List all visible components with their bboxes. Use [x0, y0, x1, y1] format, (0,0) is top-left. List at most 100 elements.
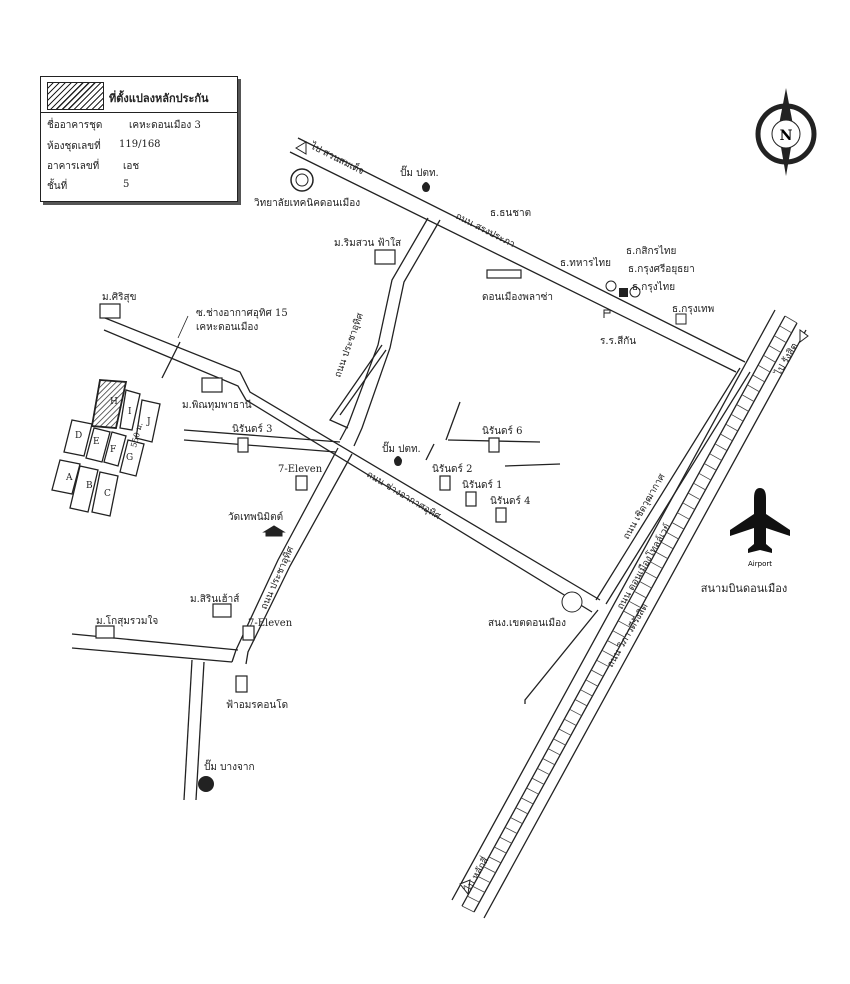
label-sirin: ม.สิรินเฮ้าส์ [190, 593, 239, 605]
building-g [119, 439, 145, 477]
label-rim-suan: ม.ริมสวน ฟ้าใส [334, 237, 401, 249]
road-network [51, 137, 807, 919]
label-police: สนง.เขตดอนเมือง [488, 617, 566, 629]
road-prachauthit-upper-b [353, 219, 441, 447]
street-c [504, 463, 561, 467]
label-seven-bottom: 7-Eleven [248, 618, 293, 629]
bangchak-icon [198, 776, 214, 792]
road-prachauthit-lower-b [245, 453, 353, 665]
tmb-icon [605, 280, 617, 292]
kbank-icon [619, 288, 628, 297]
legend-value-building: เคหะดอนเมือง 3 [129, 120, 201, 131]
road-choet-a [595, 367, 741, 601]
street-a [445, 401, 461, 441]
label-fa-amorn: ฟ้าอมรคอนโด [226, 698, 288, 711]
building-letter: D [75, 431, 82, 441]
building-b [69, 465, 99, 513]
building-icon-phimchumpa [201, 377, 223, 393]
label-chang-akat-uthit: ถนน ช่างอากาศอุทิศ [364, 469, 442, 522]
label-bank-bbl: ธ.กรุงเทพ [672, 304, 714, 315]
airport-name: สนามบินดอนเมือง [701, 582, 787, 595]
label-kosum: ม.โกสุมรวมใจ [96, 614, 158, 627]
legend-label-block: อาคารเลขที่ [47, 161, 100, 172]
compass-icon [755, 88, 817, 176]
road-songprapa-edge-a [297, 137, 746, 363]
road-south-b [195, 661, 205, 801]
college-seal-inner-icon [295, 173, 309, 187]
label-keha-donmueang: เคหะดอนเมือง [196, 321, 258, 333]
road-songprapa-edge-b [289, 151, 737, 373]
road-south-a [183, 659, 193, 801]
ktb-icon [629, 286, 641, 298]
label-phimchumpa: ม.พิณทุมพาธานี [182, 399, 252, 411]
road-chang-akat-edge-a [99, 315, 601, 601]
legend-value-block: เอช [123, 161, 140, 172]
legend-title: ที่ตั้งแปลงหลักประกัน [109, 92, 209, 105]
building-icon-kosum [95, 625, 115, 639]
plaza-icon [486, 269, 522, 279]
legend-label-floor: ชั้นที่ [47, 181, 68, 192]
hatch-swatch [47, 82, 104, 110]
soi15-leader [177, 315, 189, 339]
label-donmueang-plaza: ดอนเมืองพลาซ่า [482, 291, 553, 303]
label-bank-ktb: ธ.กรุงไทย [632, 281, 675, 293]
seven-eleven-icon-bottom [242, 625, 255, 641]
building-i [119, 389, 141, 431]
condo-icon-fa-amorn [235, 675, 248, 693]
building-icon-rimsuan [374, 249, 396, 265]
building-e [85, 427, 111, 463]
street-d [425, 443, 435, 461]
label-nirun1: นิรันดร์ 1 [462, 479, 502, 491]
building-letter: B [86, 481, 93, 491]
label-sirisuk: ม.ศิริสุข [102, 292, 136, 303]
label-distance: 550 ม. [129, 421, 144, 448]
college-seal-icon [290, 168, 314, 192]
label-wat: วัดเทพนิมิตต์ [228, 511, 283, 523]
building-f [103, 431, 127, 467]
building-letter: G [126, 453, 133, 463]
label-ptt-mid: ปั๊ม ปตท. [382, 441, 421, 455]
building-j [135, 399, 161, 443]
legend-label-building: ชื่ออาคารชุด [47, 120, 103, 131]
seven-eleven-icon-top [295, 475, 308, 491]
label-pump-bangchak: ปั๊ม บางจาก [204, 759, 255, 773]
building-c [91, 471, 119, 517]
label-seven-top: 7-Eleven [278, 464, 323, 475]
compass-letter: N [780, 128, 793, 144]
arrow-rangsit-icon [799, 329, 809, 343]
ptt-icon-mid [394, 456, 402, 466]
building-letter: F [110, 445, 116, 455]
road-west-b [71, 647, 233, 663]
label-bank-tmb: ธ.ทหารไทย [560, 257, 611, 269]
legend-value-unit: 119/168 [119, 139, 161, 150]
ptt-icon-top [422, 182, 430, 192]
label-bank-thanachart: ธ.ธนชาต [490, 208, 531, 219]
legend-divider [41, 112, 237, 113]
street-nirun3-b [183, 439, 337, 453]
label-prachauthit-lower: ถนน ประชาอุทิศ [259, 545, 297, 611]
arrow-suan-somdet-icon [295, 141, 307, 155]
road-loop [329, 344, 383, 429]
bbl-icon [675, 313, 687, 325]
label-nirun2: นิรันดร์ 2 [432, 463, 472, 475]
road-prachauthit-upper-a [339, 217, 429, 441]
building-letter: I [128, 407, 132, 417]
road-chang-akat-edge-b [103, 329, 593, 613]
label-school: ร.ร.สีกัน [600, 335, 636, 347]
label-bank-krungsri: ธ.กรุงศรีอยุธยา [628, 263, 695, 275]
label-nirun3: นิรันดร์ 3 [232, 423, 272, 435]
label-bank-kbank: ธ.กสิกรไทย [626, 245, 676, 257]
building-letter: A [65, 473, 73, 483]
label-tech-college: วิทยาลัยเทคนิคดอนเมือง [254, 197, 361, 209]
condo-icon-nirun1 [465, 491, 477, 507]
building-letter: H [110, 397, 118, 407]
condo-icon-nirun4 [495, 507, 507, 523]
label-nirun4: นิรันดร์ 4 [490, 495, 530, 507]
label-to-rangsit: ไป รังสิต [772, 341, 801, 379]
building-a [51, 459, 81, 495]
label-to-suan-somdet: ไป สวนสมเด็จ [308, 139, 367, 178]
condo-icon-nirun3 [237, 437, 249, 453]
road-prachauthit-lower-a [231, 447, 339, 663]
label-soi15: ซ.ช่างอากาศอุทิศ 15 [196, 308, 288, 319]
